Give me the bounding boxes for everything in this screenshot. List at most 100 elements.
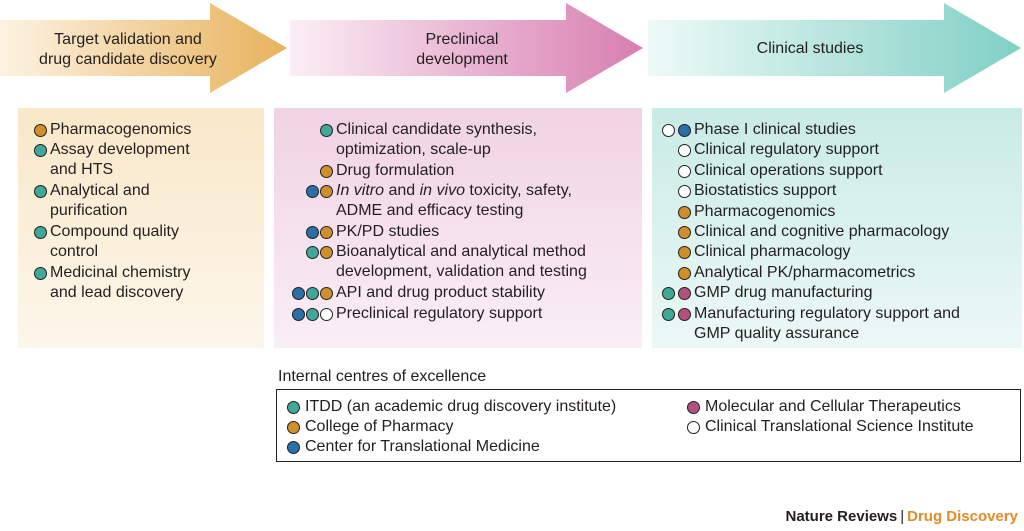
orange-dot-icon [678, 246, 691, 260]
service-item-text: Analytical and purification [50, 181, 150, 221]
teal-dot-icon [306, 307, 319, 321]
service-item-line: PK/PD studies [336, 223, 440, 240]
stage-label-discovery: Target validation and drug candidate dis… [0, 30, 256, 70]
service-item-fragment: and [384, 182, 420, 200]
stage-label-line: Preclinical [425, 31, 499, 48]
legend-entry: College of Pharmacy [287, 417, 454, 437]
service-item: Clinical and cognitive pharmacology [652, 222, 1022, 242]
service-item-line: GMP drug manufacturing [694, 284, 873, 302]
service-item-line: Medicinal chemistry [50, 263, 191, 281]
legend-box: ITDD (an academic drug discovery institu… [276, 389, 1021, 462]
legend-entry-label: College of Pharmacy [305, 418, 454, 435]
service-item-line: Biostatistics support [694, 182, 837, 200]
service-item: Analytical PK/pharmacometrics [652, 263, 1022, 283]
service-item-text: Biostatistics support [694, 181, 836, 201]
service-item: Pharmacogenomics [652, 202, 1022, 222]
service-item-line: Analytical and [50, 182, 150, 200]
service-item-line: Pharmacogenomics [694, 202, 836, 220]
service-item-text: Assay development and HTS [50, 140, 190, 180]
service-item-text: GMP drug manufacturing [694, 283, 872, 303]
service-item-fragment: In vitro [336, 182, 385, 200]
white-dot-icon [687, 421, 700, 434]
orange-dot-icon [320, 226, 333, 239]
orange-dot-icon [320, 246, 333, 260]
service-item: Assay development and HTS [18, 140, 264, 181]
credit-section: Drug Discovery [907, 508, 1018, 525]
orange-dot-icon [34, 124, 47, 137]
legend-entry-label: Center for Translational Medicine [305, 438, 540, 455]
service-item-line: Preclinical regulatory support [336, 304, 543, 322]
orange-dot-icon [678, 205, 691, 219]
orange-dot-icon [287, 421, 300, 434]
orange-dot-icon [320, 185, 333, 199]
service-item-line: Phase I clinical studies [694, 121, 856, 138]
service-item-text: Clinical operations support [694, 161, 883, 181]
teal-dot-icon [34, 144, 47, 158]
legend-entry: Molecular and Cellular Therapeutics [687, 397, 961, 417]
stage-arrow-clinical [648, 3, 1021, 93]
service-item-text: Drug formulation [336, 161, 454, 181]
service-item: Biostatistics support [652, 181, 1022, 201]
orange-dot-icon [678, 266, 691, 280]
panel-preclinical: Clinical candidate synthesis, optimizatio… [274, 108, 642, 348]
service-item-fragment: toxicity, safety, [464, 182, 572, 200]
white-dot-icon [662, 124, 675, 137]
service-item-line: Drug formulation [336, 161, 455, 179]
service-item-line: optimization, scale-up [336, 141, 491, 158]
service-item-text: Preclinical regulatory support [336, 304, 542, 324]
service-item-text: In vitro and in vivo toxicity, safety,AD… [336, 181, 572, 221]
stage-label-line: development [416, 51, 508, 68]
legend-entry-label: ITDD (an academic drug discovery institu… [305, 398, 617, 415]
service-item-text: Pharmacogenomics [50, 120, 191, 140]
service-item: Clinical pharmacology [652, 242, 1022, 262]
service-item: GMP drug manufacturing [652, 283, 1022, 303]
blue-dot-icon [306, 185, 319, 199]
blue-dot-icon [678, 124, 691, 137]
service-item-line: control [50, 243, 99, 260]
service-item: Clinical operations support [652, 161, 1022, 181]
service-item-line: In vitro and in vivo toxicity, safety, [336, 181, 572, 201]
journal-credit: Nature Reviews|Drug Discovery [786, 507, 1019, 527]
service-item-text: Clinical candidate synthesis, optimizatio… [336, 120, 537, 160]
service-item-line: purification [50, 202, 128, 220]
service-item-line: Assay development [50, 141, 190, 159]
magenta-dot-icon [678, 287, 691, 301]
teal-dot-icon [34, 266, 47, 280]
service-item-line: Pharmacogenomics [50, 121, 192, 138]
service-item-line: ADME and efficacy testing [336, 202, 524, 220]
orange-dot-icon [320, 287, 333, 301]
blue-dot-icon [306, 226, 319, 239]
service-item-line: development, validation and testing [336, 263, 587, 281]
service-item: Clinical candidate synthesis, optimizatio… [274, 120, 642, 161]
legend-entry: Center for Translational Medicine [287, 437, 540, 457]
service-item-line: Clinical pharmacology [694, 243, 851, 261]
service-item-line: Analytical PK/pharmacometrics [694, 263, 916, 281]
white-dot-icon [678, 185, 691, 199]
blue-dot-icon [292, 307, 305, 321]
magenta-dot-icon [687, 401, 700, 414]
service-item-text: Pharmacogenomics [694, 202, 835, 222]
teal-dot-icon [320, 124, 333, 137]
service-item: Drug formulation [274, 161, 642, 181]
teal-dot-icon [306, 287, 319, 301]
service-item-line: Clinical candidate synthesis, [336, 121, 537, 138]
stage-arrow-preclinical [290, 3, 643, 93]
legend-entry: ITDD (an academic drug discovery institu… [287, 397, 616, 417]
service-item-line: API and drug product stability [336, 284, 546, 302]
service-item: PK/PD studies [274, 222, 642, 242]
service-item-line: and HTS [50, 161, 114, 179]
service-item-line: Clinical and cognitive pharmacology [694, 223, 950, 240]
stage-label-clinical: Clinical studies [720, 39, 900, 59]
service-item: Clinical regulatory support [652, 140, 1022, 160]
stage-label-line: drug candidate discovery [39, 51, 217, 68]
teal-dot-icon [662, 307, 675, 321]
white-dot-icon [678, 164, 691, 178]
service-item: Analytical and purification [18, 181, 264, 222]
